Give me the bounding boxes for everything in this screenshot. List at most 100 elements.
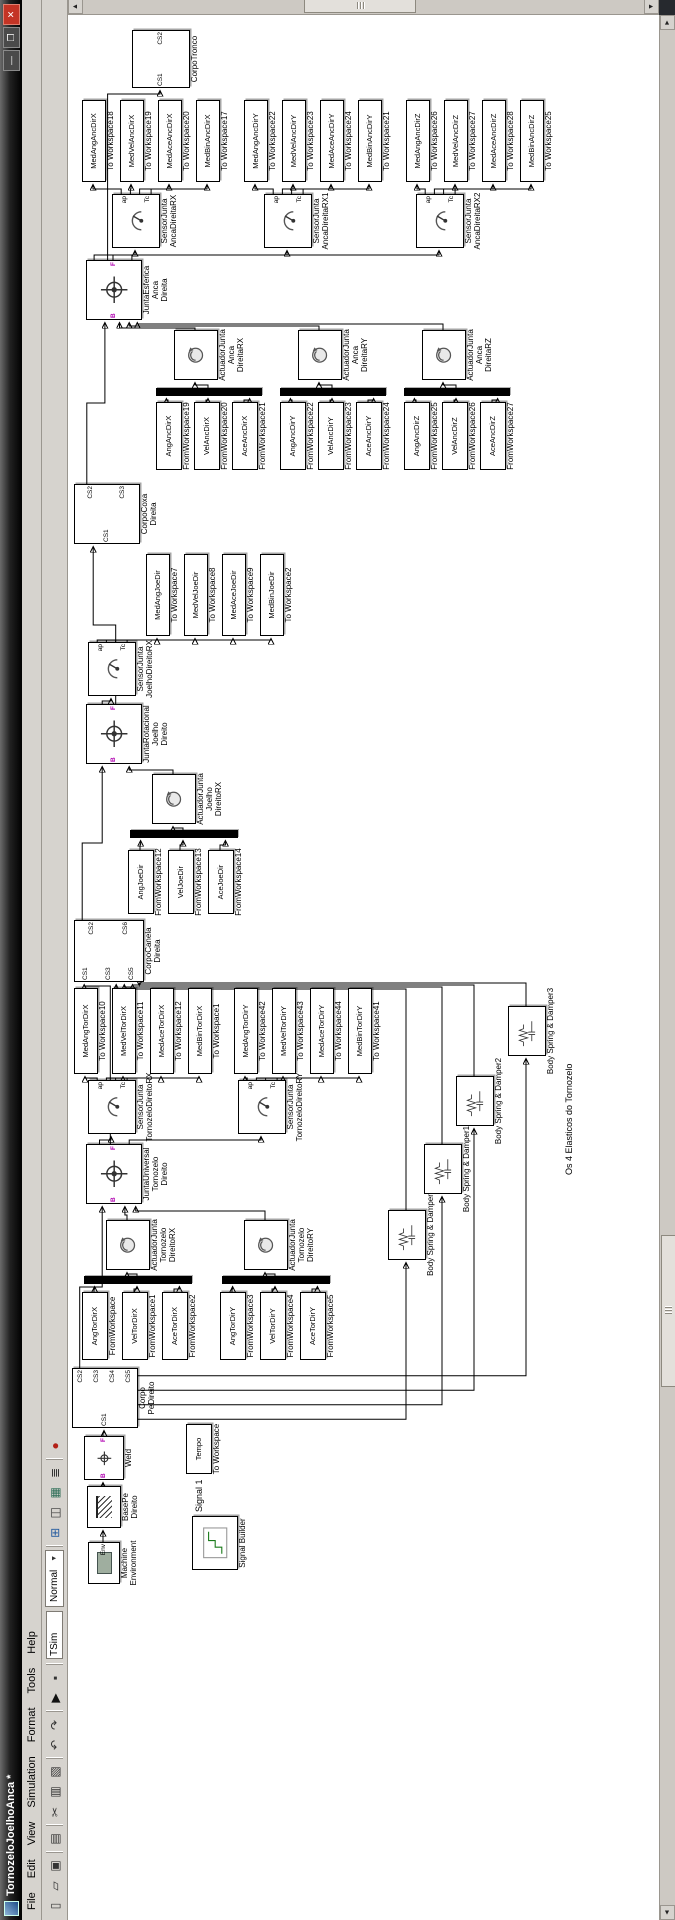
update-diagram-icon[interactable]: ●	[47, 1442, 62, 1450]
debug-icon[interactable]: ≣	[47, 1467, 62, 1478]
sim-stop-time-input[interactable]	[46, 1611, 63, 1659]
print-icon[interactable]: ▤	[47, 1833, 62, 1845]
block-muxAncX[interactable]	[156, 388, 262, 396]
save-model-icon[interactable]: ▣	[47, 1860, 62, 1872]
redo-icon[interactable]: ↷	[47, 1719, 62, 1731]
block-actTorRX[interactable]: ActuadorJunta Tornozelo DireitoRX	[106, 1219, 177, 1271]
block-actAncRY[interactable]: ActuadorJunta Anca DireitaRY	[298, 329, 369, 381]
block-sigbuilder[interactable]: Signal Builder	[192, 1516, 247, 1570]
menu-help[interactable]: Help	[25, 1631, 38, 1654]
scroll-up-icon[interactable]: ▲	[68, 0, 83, 14]
maximize-button[interactable]: ❐	[2, 27, 20, 48]
horizontal-scrollbar[interactable]: ◄ ►	[659, 15, 675, 1920]
scroll-right-icon[interactable]: ►	[660, 15, 675, 30]
copy-icon[interactable]: ▥	[47, 1786, 62, 1798]
library-browser-icon[interactable]: ⊞	[47, 1527, 62, 1538]
block-actAncRZ[interactable]: ActuadorJunta Anca DireitaRZ	[422, 329, 493, 381]
block-muxAncY[interactable]	[280, 388, 386, 396]
scroll-down-icon[interactable]: ▼	[644, 0, 659, 14]
undo-icon[interactable]: ↶	[47, 1739, 62, 1751]
vertical-scroll-thumb[interactable]	[304, 0, 417, 13]
block-actJoe[interactable]: ActuadorJunta Joelho DireitoRX	[152, 773, 223, 825]
cut-icon[interactable]: ✂	[47, 1806, 62, 1818]
block-basepe[interactable]: BasePe Direito	[87, 1486, 139, 1528]
menu-edit[interactable]: Edit	[25, 1859, 38, 1879]
block-muxAncZ[interactable]	[404, 388, 510, 396]
open-model-icon[interactable]: ▱	[47, 1881, 62, 1891]
new-model-icon[interactable]: ▯	[47, 1902, 62, 1910]
menu-simulation[interactable]: Simulation	[25, 1756, 38, 1808]
menu-format[interactable]: Format	[25, 1707, 38, 1743]
scroll-left-icon[interactable]: ◄	[660, 1905, 675, 1920]
block-bsd2[interactable]: Body Spring & Damper2	[456, 1058, 503, 1144]
stop-simulation-icon[interactable]: ▪	[47, 1675, 62, 1681]
menu-tools[interactable]: Tools	[25, 1667, 38, 1694]
horizontal-scroll-thumb[interactable]	[661, 1234, 675, 1387]
paste-icon[interactable]: ▧	[47, 1766, 62, 1778]
workspace-icon[interactable]: ▦	[47, 1487, 62, 1499]
close-button[interactable]: ✕	[2, 4, 20, 25]
start-simulation-icon[interactable]: ▶	[47, 1693, 62, 1703]
vertical-scrollbar[interactable]: ▲ ▼	[68, 0, 659, 15]
menu-file[interactable]: File	[25, 1892, 38, 1910]
sim-mode-select[interactable]: Normal ▼	[45, 1549, 64, 1607]
minimize-button[interactable]: —	[2, 50, 20, 71]
block-bsd3[interactable]: Body Spring & Damper3	[508, 988, 555, 1074]
block-actAncRX[interactable]: ActuadorJunta Anca DireitaRX	[174, 329, 245, 381]
